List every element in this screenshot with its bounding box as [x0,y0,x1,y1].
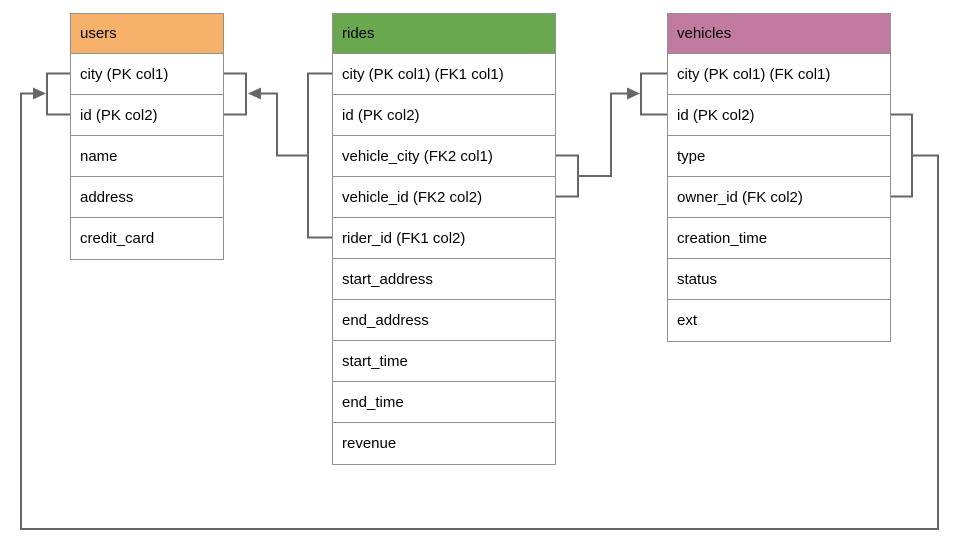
rides-row-rider-id: rider_id (FK1 col2) [333,218,555,259]
fk2-rides-bracket [554,154,579,198]
table-vehicles-title: vehicles [677,25,732,42]
vehicles-row-status: status [668,259,890,300]
vehicles-row-city: city (PK col1) (FK col1) [668,54,890,95]
table-users: users city (PK col1) id (PK col2) name a… [70,13,224,260]
vehicles-row-type: type [668,136,890,177]
vehicles-row-creation-time: creation_time [668,218,890,259]
table-rides-title: rides [342,25,375,42]
fk2-elbow-line [578,92,628,177]
users-row-credit-card: credit_card [71,218,223,259]
fk-users-bracket [46,72,70,116]
rides-row-vehicle-id: vehicle_id (FK2 col2) [333,177,555,218]
rides-row-end-time: end_time [333,382,555,423]
users-row-name: name [71,136,223,177]
rides-row-start-time: start_time [333,341,555,382]
vehicles-row-id: id (PK col2) [668,95,890,136]
rides-row-id: id (PK col2) [333,95,555,136]
users-row-city: city (PK col1) [71,54,223,95]
fk1-users-bracket [222,72,247,116]
vehicles-row-ext: ext [668,300,890,341]
table-users-header: users [71,14,223,54]
fk1-rides-bracket [307,72,332,239]
rides-row-city: city (PK col1) (FK1 col1) [333,54,555,95]
fk2-arrowhead-right-icon [627,87,640,100]
rides-row-end-address: end_address [333,300,555,341]
table-rides: rides city (PK col1) (FK1 col1) id (PK c… [332,13,556,465]
fk1-connector-rides-to-users [222,72,332,239]
fk-arrowhead-right-icon [33,87,46,100]
fk-vehicles-bracket [889,113,913,198]
table-users-title: users [80,25,117,42]
fk2-vehicles-bracket [640,72,667,116]
fk1-arrowhead-left-icon [248,87,261,100]
users-row-id: id (PK col2) [71,95,223,136]
table-vehicles: vehicles city (PK col1) (FK col1) id (PK… [667,13,891,342]
rides-row-start-address: start_address [333,259,555,300]
users-row-address: address [71,177,223,218]
table-vehicles-header: vehicles [668,14,890,54]
fk2-connector-rides-to-vehicles [554,72,667,198]
fk1-elbow-line [260,92,308,157]
rides-row-revenue: revenue [333,423,555,464]
vehicles-row-owner-id: owner_id (FK col2) [668,177,890,218]
table-rides-header: rides [333,14,555,54]
rides-row-vehicle-city: vehicle_city (FK2 col1) [333,136,555,177]
